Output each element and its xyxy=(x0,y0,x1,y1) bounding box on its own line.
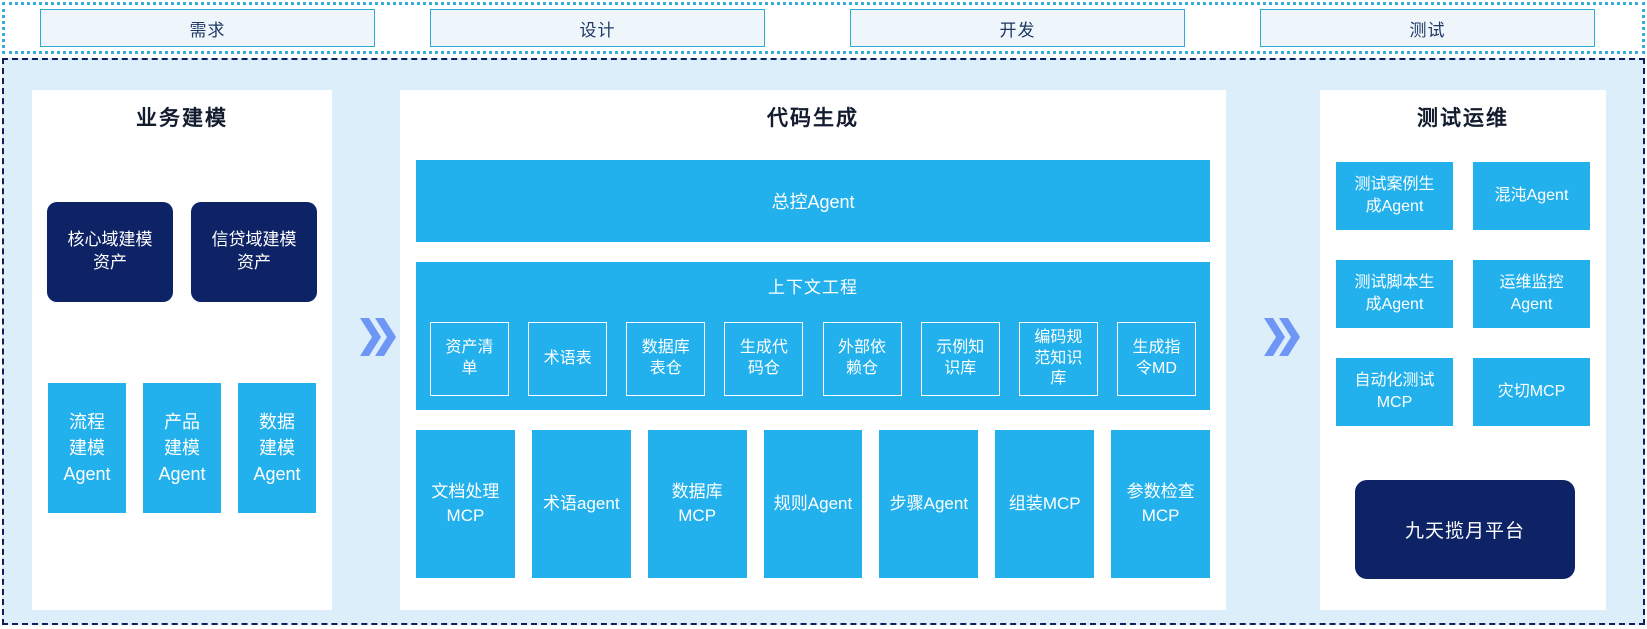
box-label: 术语agent xyxy=(543,494,620,514)
box-label: 核心域建模 资产 xyxy=(67,230,153,272)
box-label: 资产清 单 xyxy=(445,339,494,377)
phase-design: 设计 xyxy=(430,9,765,47)
box-label: 混沌Agent xyxy=(1494,187,1569,205)
glossary-agent-box: 术语agent xyxy=(531,430,631,578)
box-label: 步骤Agent xyxy=(889,494,969,514)
asset-list-box: 资产清 单 xyxy=(430,322,509,396)
box-label: 生成指 令MD xyxy=(1132,339,1181,377)
generated-code-repo-box: 生成代 码仓 xyxy=(724,322,804,396)
testops-row-1: 测试案例生 成Agent 混沌Agent xyxy=(1336,162,1590,230)
database-mcp-box: 数据库 MCP xyxy=(647,430,747,578)
panel-test-ops: 测试运维 测试案例生 成Agent 混沌Agent 测试脚本生 成Agent 运… xyxy=(1320,90,1606,610)
disaster-switch-mcp-box: 灾切MCP xyxy=(1473,358,1590,426)
modeling-agents-row: 流程 建模 Agent 产品 建模 Agent 数据 建模 Agent xyxy=(32,383,332,513)
phase-testing: 测试 xyxy=(1260,9,1595,47)
doc-processing-mcp-box: 文档处理 MCP xyxy=(416,430,515,578)
panel-title: 代码生成 xyxy=(767,107,859,130)
generation-instruction-md-box: 生成指 令MD xyxy=(1116,322,1196,396)
example-knowledge-base-box: 示例知 识库 xyxy=(920,322,1000,396)
glossary-box: 术语表 xyxy=(528,322,608,396)
rules-agent-box: 规则Agent xyxy=(763,430,863,578)
master-agent-bar: 总控Agent xyxy=(416,160,1210,242)
box-label: 产品 建模 Agent xyxy=(158,411,206,485)
box-label: 测试脚本生 成Agent xyxy=(1354,274,1435,313)
external-deps-repo-box: 外部依 赖仓 xyxy=(822,322,902,396)
test-script-gen-agent-box: 测试脚本生 成Agent xyxy=(1336,260,1453,328)
context-engineering-title: 上下文工程 xyxy=(768,278,858,297)
context-engineering-bar: 上下文工程 资产清 单 术语表 数据库 表仓 生成代 码仓 外部 xyxy=(416,262,1210,410)
phase-development: 开发 xyxy=(850,9,1185,47)
panel-title: 测试运维 xyxy=(1417,107,1509,130)
phase-requirements: 需求 xyxy=(40,9,375,47)
db-table-repo-box: 数据库 表仓 xyxy=(626,322,706,396)
assembly-mcp-box: 组装MCP xyxy=(995,430,1095,578)
box-label: 运维监控 Agent xyxy=(1499,274,1564,313)
box-label: 组装MCP xyxy=(1008,494,1081,514)
panel-business-modeling: 业务建模 核心域建模 资产 信贷域建模 资产 流程 建模 Agent 产品 建模… xyxy=(32,90,332,610)
box-label: 总控Agent xyxy=(771,192,855,212)
box-label: 测试案例生 成Agent xyxy=(1354,176,1435,215)
phase-strip: 需求 设计 开发 测试 xyxy=(2,2,1645,54)
panel-title: 业务建模 xyxy=(136,107,228,130)
panel-code-generation: 代码生成 总控Agent 上下文工程 资产清 单 术语表 数据库 表仓 xyxy=(400,90,1226,610)
automated-test-mcp-box: 自动化测试 MCP xyxy=(1336,358,1453,426)
context-items-row: 资产清 单 术语表 数据库 表仓 生成代 码仓 外部依 赖仓 xyxy=(416,322,1210,396)
box-label: 示例知 识库 xyxy=(936,339,985,377)
credit-domain-asset-box: 信贷域建模 资产 xyxy=(191,202,317,302)
testops-row-2: 测试脚本生 成Agent 运维监控 Agent xyxy=(1336,260,1590,328)
phase-label: 设计 xyxy=(579,20,616,40)
box-label: 数据库 MCP xyxy=(671,482,723,525)
phase-label: 需求 xyxy=(189,20,226,40)
box-label: 九天揽月平台 xyxy=(1404,521,1525,542)
box-label: 信贷域建模 资产 xyxy=(211,230,297,272)
box-label: 文档处理 MCP xyxy=(431,482,500,525)
jiutian-lanyue-platform-box: 九天揽月平台 xyxy=(1355,480,1575,579)
phase-label: 开发 xyxy=(999,20,1036,40)
steps-agent-box: 步骤Agent xyxy=(879,430,979,578)
core-domain-asset-box: 核心域建模 资产 xyxy=(47,202,173,302)
box-label: 数据 建模 Agent xyxy=(253,411,301,485)
box-label: 术语表 xyxy=(543,349,592,367)
param-check-mcp-box: 参数检查 MCP xyxy=(1111,430,1211,578)
phase-label: 测试 xyxy=(1409,20,1446,40)
box-label: 外部依 赖仓 xyxy=(838,339,887,377)
ops-monitor-agent-box: 运维监控 Agent xyxy=(1473,260,1590,328)
codegen-tools-row: 文档处理 MCP 术语agent 数据库 MCP 规则Agent 步骤Agent… xyxy=(416,430,1211,578)
box-label: 参数检查 MCP xyxy=(1126,482,1195,525)
chaos-agent-box: 混沌Agent xyxy=(1473,162,1590,230)
box-label: 数据库 表仓 xyxy=(641,339,690,377)
data-modeling-agent-box: 数据 建模 Agent xyxy=(238,383,316,513)
coding-standards-kb-box: 编码规 范知识 库 xyxy=(1018,322,1098,396)
box-label: 编码规 范知识 库 xyxy=(1034,328,1083,388)
process-modeling-agent-box: 流程 建模 Agent xyxy=(48,383,126,513)
main-container: 业务建模 核心域建模 资产 信贷域建模 资产 流程 建模 Agent 产品 建模… xyxy=(2,58,1645,625)
box-label: 灾切MCP xyxy=(1497,383,1566,401)
modeling-assets-row: 核心域建模 资产 信贷域建模 资产 xyxy=(32,202,332,302)
box-label: 生成代 码仓 xyxy=(739,339,788,377)
test-case-gen-agent-box: 测试案例生 成Agent xyxy=(1336,162,1453,230)
double-chevron-right-icon xyxy=(360,318,396,356)
double-chevron-right-icon xyxy=(1264,318,1300,356)
box-label: 流程 建模 Agent xyxy=(63,411,111,485)
testops-row-3: 自动化测试 MCP 灾切MCP xyxy=(1336,358,1590,426)
box-label: 自动化测试 MCP xyxy=(1354,372,1435,411)
product-modeling-agent-box: 产品 建模 Agent xyxy=(143,383,221,513)
box-label: 规则Agent xyxy=(773,494,853,514)
